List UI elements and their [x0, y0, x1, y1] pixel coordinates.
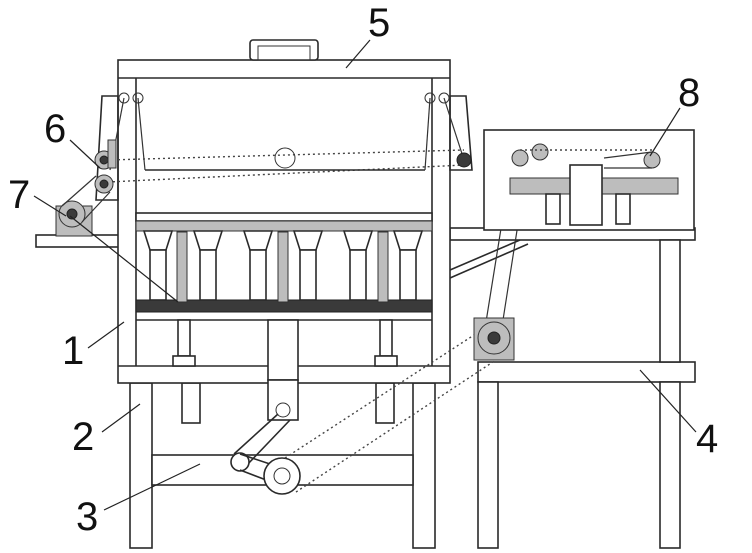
callout-8: 8: [678, 71, 700, 115]
aux-unit: [483, 129, 695, 231]
callout-3: 3: [76, 495, 98, 539]
internal-belt: [107, 97, 472, 183]
crank-linkage: [230, 413, 301, 495]
callout-2: 2: [72, 415, 94, 459]
left-pulleys: [94, 139, 117, 194]
callout-4: 4: [696, 417, 718, 461]
side-table: [449, 227, 696, 549]
tooling-heads: [142, 230, 424, 303]
callout-1: 1: [62, 329, 84, 373]
lift-columns: [172, 319, 398, 421]
leader-lines: [33, 39, 697, 511]
lid-handle: [249, 39, 319, 61]
callout-6: 6: [44, 107, 66, 151]
callout-7: 7: [8, 173, 30, 217]
bottom-motor: [473, 317, 515, 361]
support-frame: [129, 382, 436, 549]
callout-5: 5: [368, 1, 390, 45]
callout-labels: 1 2 3 4 5 6 7 8: [8, 1, 718, 539]
left-motor: [55, 175, 111, 237]
